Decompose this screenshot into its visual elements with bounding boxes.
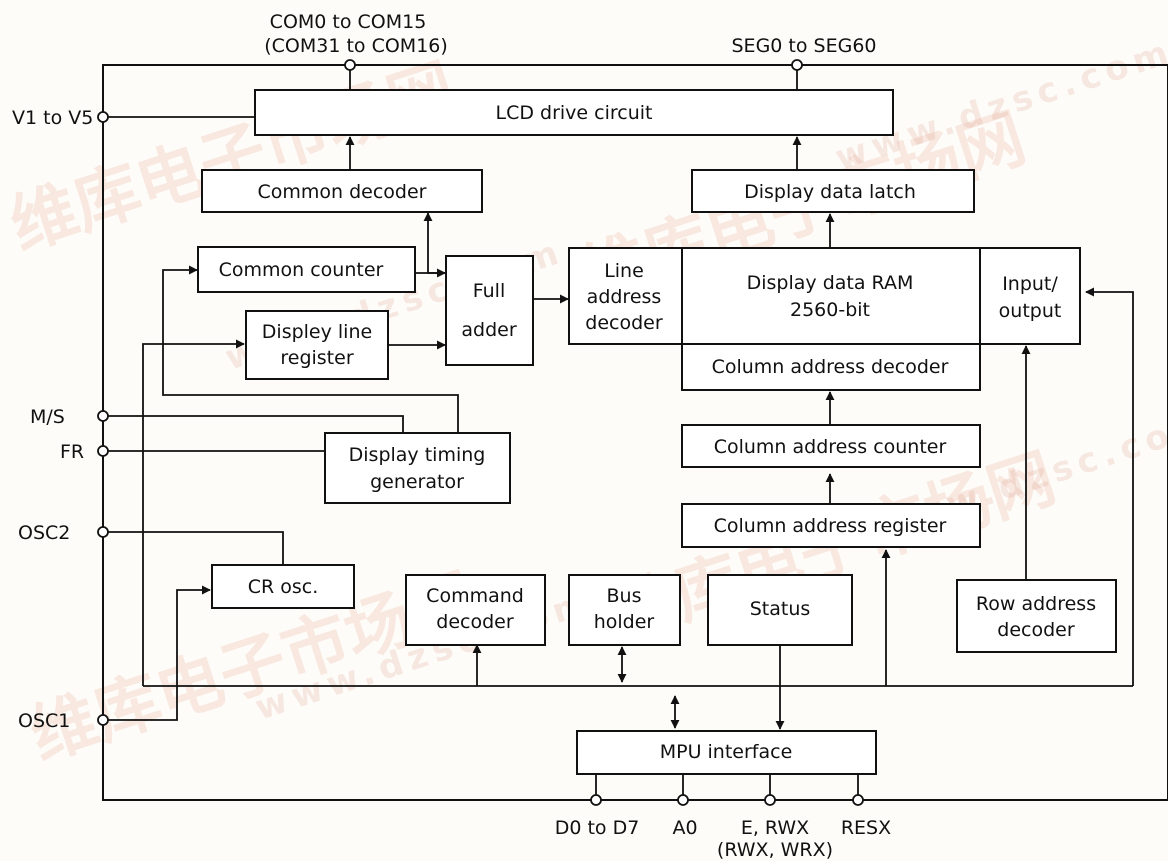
chip-boundary — [102, 64, 1168, 801]
pin-com — [344, 59, 356, 71]
pin-osc2 — [97, 526, 109, 538]
common-decoder-block: Common decoder — [201, 169, 483, 213]
display-data-latch-label: Display data latch — [744, 181, 916, 203]
osc1-pin-label: OSC1 — [18, 710, 70, 732]
resx-pin-label: RESX — [841, 817, 891, 839]
row-address-decoder-label-1: Row address — [976, 593, 1096, 615]
common-counter-label: Common counter — [219, 259, 384, 281]
pin-a0 — [677, 794, 689, 806]
row-address-decoder-block: Row address decoder — [956, 579, 1117, 653]
line-address-decoder-label-2: address — [587, 286, 662, 308]
pin-resx — [852, 794, 864, 806]
pin-labels: COM0 to COM15 (COM31 to COM16) SEG0 to S… — [12, 11, 891, 861]
display-data-latch-block: Display data latch — [691, 169, 975, 213]
data-bus-pin-label: D0 to D7 — [555, 817, 640, 839]
input-output-label-1: Input/ — [1002, 273, 1058, 295]
v-pin-label: V1 to V5 — [12, 107, 93, 129]
com-pin-label-2: (COM31 to COM16) — [264, 35, 448, 57]
pin-data-bus — [590, 794, 602, 806]
bus-holder-label-2: holder — [594, 611, 655, 633]
line-address-decoder-label-1: Line — [604, 260, 644, 282]
display-timing-generator-label-1: Display timing — [349, 444, 486, 466]
display-line-register-label-2: register — [280, 347, 353, 369]
pin-e-rwx — [764, 794, 776, 806]
cr-osc-block: CR osc. — [211, 564, 355, 609]
command-decoder-label-1: Command — [426, 585, 524, 607]
full-adder-label-1: Full — [473, 280, 506, 302]
column-address-register-block: Column address register — [681, 503, 981, 548]
display-data-ram-label-1: Display data RAM — [747, 272, 914, 294]
row-address-decoder-label-2: decoder — [997, 619, 1075, 641]
display-timing-generator-block: Display timing generator — [324, 432, 511, 504]
input-output-label-2: output — [999, 300, 1062, 322]
display-data-ram-group: Line address decoder Display data RAM 25… — [568, 247, 1081, 391]
mpu-interface-label: MPU interface — [660, 741, 793, 763]
pin-osc1 — [97, 714, 109, 726]
column-address-register-label: Column address register — [714, 515, 947, 537]
common-counter-block: Common counter — [197, 246, 416, 293]
e-rwx-pin-label-1: E, RWX — [741, 817, 809, 839]
full-adder-block: Full adder — [445, 255, 534, 366]
full-adder-label-2: adder — [461, 319, 516, 341]
pin-v — [97, 111, 109, 123]
pin-ms — [97, 410, 109, 422]
osc2-pin-label: OSC2 — [18, 522, 70, 544]
display-timing-generator-label-2: generator — [370, 471, 464, 493]
watermark-cjk-text: 维库电子市场网 — [1, 49, 464, 265]
seg-pin-label: SEG0 to SEG60 — [732, 35, 877, 57]
display-line-register-label-1: Displey line — [262, 321, 372, 343]
status-block: Status — [707, 574, 853, 646]
bus-holder-block: Bus holder — [568, 574, 681, 646]
e-rwx-pin-label-2: (RWX, WRX) — [717, 839, 833, 861]
pin-seg — [791, 59, 803, 71]
status-label: Status — [750, 598, 811, 620]
bus-holder-label-1: Bus — [607, 585, 642, 607]
cr-osc-label: CR osc. — [248, 576, 319, 598]
lcd-drive-circuit-label: LCD drive circuit — [496, 102, 653, 124]
common-decoder-label: Common decoder — [258, 181, 427, 203]
column-address-counter-label: Column address counter — [714, 436, 947, 458]
a0-pin-label: A0 — [672, 817, 697, 839]
line-address-decoder-label-3: decoder — [585, 312, 663, 334]
column-address-decoder-label: Column address decoder — [712, 356, 949, 378]
com-pin-label-1: COM0 to COM15 — [270, 11, 427, 33]
column-address-counter-block: Column address counter — [681, 424, 981, 468]
ms-pin-label: M/S — [30, 406, 65, 428]
display-data-ram-label-2: 2560-bit — [790, 299, 870, 321]
command-decoder-block: Command decoder — [405, 574, 546, 646]
command-decoder-label-2: decoder — [436, 611, 514, 633]
pin-fr — [97, 445, 109, 457]
mpu-interface-block: MPU interface — [576, 730, 877, 775]
display-line-register-block: Displey line register — [245, 310, 389, 380]
fr-pin-label: FR — [60, 441, 84, 463]
connections — [103, 65, 1134, 800]
lcd-drive-circuit-block: LCD drive circuit — [254, 89, 894, 136]
pin-terminals — [97, 59, 864, 806]
